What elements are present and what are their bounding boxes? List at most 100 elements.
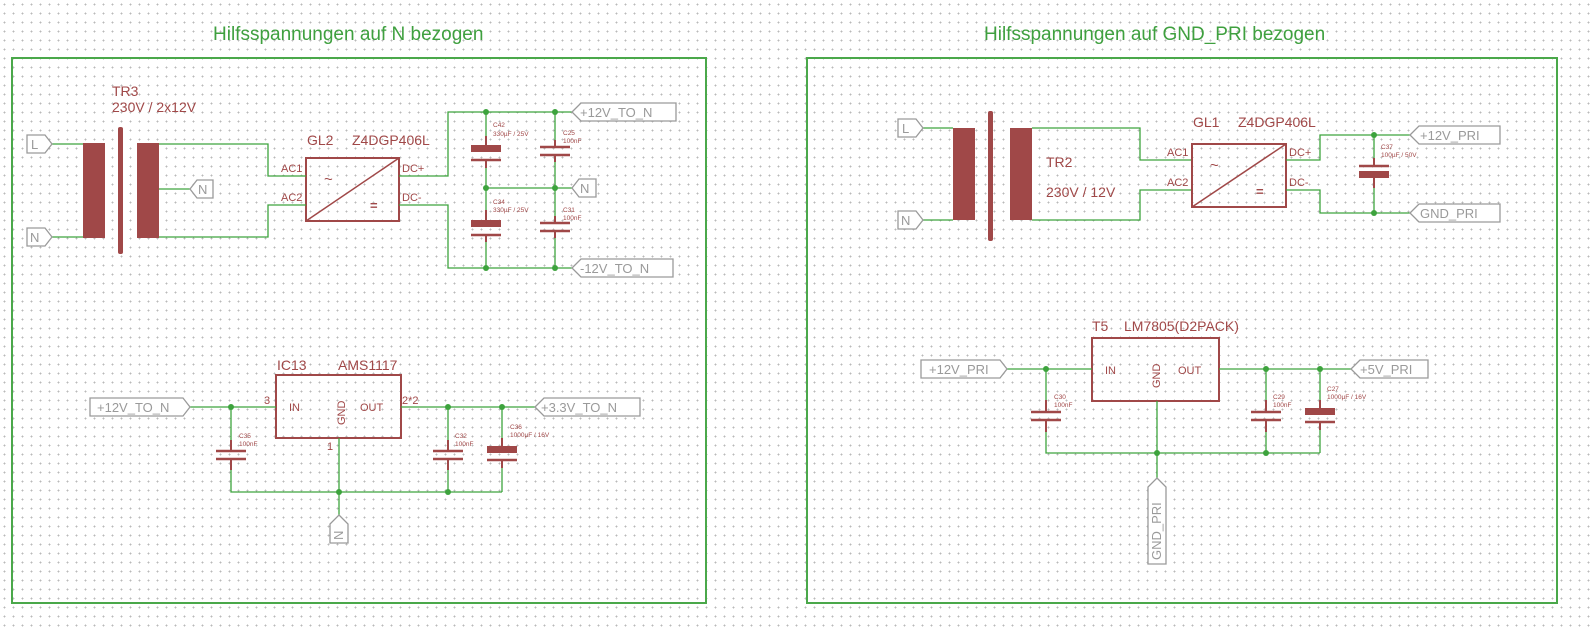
capacitor-c27[interactable]: C27 1000µF / 16V: [1305, 386, 1367, 430]
net-flag-p12-to-n: +12V_TO_N: [571, 102, 677, 122]
svg-text:100nF: 100nF: [563, 215, 581, 222]
rectifier-gl1[interactable]: ~ = GL1 Z4DGP406L AC1 AC2 DC+ DC-: [1167, 114, 1316, 208]
capacitor-c25[interactable]: C25 100nF: [540, 130, 581, 162]
gl2-ref: GL2: [307, 132, 334, 148]
transformer-tr2[interactable]: TR2 230V / 12V: [953, 111, 1116, 241]
net-flag-gnd-pri: GND_PRI: [1409, 203, 1501, 223]
net-flag-l: L: [26, 134, 53, 154]
svg-text:IN: IN: [1105, 365, 1116, 377]
svg-text:100nF: 100nF: [563, 138, 581, 145]
svg-text:+12V_PRI: +12V_PRI: [1420, 128, 1480, 143]
capacitor-c31[interactable]: C31 100nF: [540, 207, 581, 238]
svg-text:100µF / 50V: 100µF / 50V: [1381, 152, 1417, 159]
net-flag-n-tr3: N: [26, 227, 53, 247]
net-flag-gnd-pri-bottom: GND_PRI: [1147, 477, 1167, 565]
net-flag-n-center-tap: N: [189, 179, 214, 199]
net-flag-p33-to-n: +3.3V_TO_N: [534, 397, 641, 417]
gl2-ac-symbol: ~: [324, 171, 333, 188]
svg-text:AC2: AC2: [281, 192, 302, 204]
svg-text:IN: IN: [289, 402, 300, 414]
net-flag-p12-pri-input: +12V_PRI: [920, 359, 1008, 379]
capacitor-c42[interactable]: C42 330µF / 25V: [471, 122, 529, 168]
svg-text:+12V_TO_N: +12V_TO_N: [97, 400, 169, 415]
regulator-ic13[interactable]: IN OUT GND IC13 AMS1117 3 2*2 1: [264, 357, 419, 453]
net-flag-m12-to-n: -12V_TO_N: [571, 258, 674, 278]
svg-text:1000µF / 16V: 1000µF / 16V: [1327, 394, 1367, 401]
svg-text:C34: C34: [493, 199, 505, 206]
svg-text:GND: GND: [1151, 364, 1163, 389]
svg-text:330µF / 25V: 330µF / 25V: [493, 131, 529, 138]
svg-text:N: N: [331, 531, 346, 540]
capacitor-c30[interactable]: C30 100nF: [1031, 394, 1072, 432]
net-flag-n-bottom: N: [329, 514, 349, 544]
left-sheet-title: Hilfsspannungen auf N bezogen: [213, 24, 484, 45]
net-flag-p5-pri: +5V_PRI: [1350, 359, 1429, 379]
gl1-ref: GL1: [1193, 114, 1220, 130]
svg-text:DC+: DC+: [402, 163, 424, 175]
capacitor-c37[interactable]: C37 100µF / 50V: [1359, 144, 1417, 188]
svg-text:N: N: [901, 213, 910, 228]
svg-text:N: N: [30, 230, 39, 245]
svg-text:+5V_PRI: +5V_PRI: [1360, 362, 1412, 377]
svg-text:DC-: DC-: [1289, 177, 1309, 189]
right-sheet-frame: [806, 57, 1558, 604]
t5-ref: T5: [1092, 318, 1109, 334]
capacitor-c32[interactable]: C32 100nF: [433, 433, 473, 470]
svg-text:C32: C32: [455, 433, 467, 440]
svg-text:C27: C27: [1327, 386, 1339, 393]
gl1-dc-symbol: =: [1256, 184, 1264, 199]
svg-text:100nF: 100nF: [239, 441, 257, 448]
tr2-value: 230V / 12V: [1046, 184, 1116, 200]
svg-text:OUT: OUT: [360, 402, 384, 414]
svg-text:C36: C36: [510, 424, 522, 431]
svg-text:L: L: [902, 121, 909, 136]
svg-text:L: L: [31, 137, 38, 152]
svg-text:C25: C25: [563, 130, 575, 137]
right-sheet-title: Hilfsspannungen auf GND_PRI bezogen: [984, 24, 1326, 45]
svg-text:AC1: AC1: [281, 163, 302, 175]
svg-text:C37: C37: [1381, 144, 1393, 151]
svg-text:C42: C42: [493, 122, 505, 129]
rectifier-gl2[interactable]: ~ = GL2 Z4DGP406L AC1 AC2 DC+ DC-: [281, 132, 430, 222]
transformer-tr3[interactable]: TR3 230V / 2x12V: [83, 83, 197, 254]
gl1-ac-symbol: ~: [1210, 157, 1219, 174]
svg-text:+12V_PRI: +12V_PRI: [929, 362, 989, 377]
svg-text:100nF: 100nF: [1273, 402, 1291, 409]
svg-text:100nF: 100nF: [1054, 402, 1072, 409]
svg-text:GND_PRI: GND_PRI: [1149, 502, 1164, 560]
svg-text:+3.3V_TO_N: +3.3V_TO_N: [541, 400, 617, 415]
svg-text:330µF / 25V: 330µF / 25V: [493, 207, 529, 214]
gl2-dc-symbol: =: [370, 198, 378, 213]
capacitor-c35[interactable]: C35 100nF: [216, 433, 257, 470]
gl2-value: Z4DGP406L: [352, 132, 430, 148]
svg-text:AC1: AC1: [1167, 147, 1188, 159]
net-flag-n-tr2: N: [897, 210, 924, 230]
left-sheet-frame: [11, 57, 707, 604]
regulator-t5[interactable]: IN OUT GND T5 LM7805(D2PACK): [1091, 318, 1239, 402]
svg-text:C30: C30: [1054, 394, 1066, 401]
ic13-value: AMS1117: [338, 357, 398, 373]
net-flag-p12-pri: +12V_PRI: [1409, 125, 1501, 145]
svg-text:C29: C29: [1273, 394, 1285, 401]
net-flag-l-tr2: L: [897, 118, 924, 138]
svg-text:AC2: AC2: [1167, 177, 1188, 189]
svg-text:GND_PRI: GND_PRI: [1420, 206, 1478, 221]
svg-text:+12V_TO_N: +12V_TO_N: [580, 105, 652, 120]
gl1-value: Z4DGP406L: [1238, 114, 1316, 130]
svg-text:N: N: [580, 181, 589, 196]
svg-text:3: 3: [264, 395, 270, 407]
svg-text:C31: C31: [563, 207, 575, 214]
svg-text:1: 1: [327, 441, 333, 453]
net-flag-p12-to-n-input: +12V_TO_N: [89, 397, 191, 417]
svg-text:OUT: OUT: [1178, 365, 1202, 377]
ic13-ref: IC13: [277, 357, 307, 373]
svg-text:DC+: DC+: [1289, 147, 1311, 159]
capacitor-c34[interactable]: C34 330µF / 25V: [471, 199, 529, 242]
capacitor-c36[interactable]: C36 1000µF / 16V: [487, 424, 550, 468]
capacitor-c29[interactable]: C29 100nF: [1251, 394, 1291, 432]
svg-text:GND: GND: [336, 401, 348, 426]
svg-text:2*2: 2*2: [402, 395, 419, 407]
svg-text:C35: C35: [239, 433, 251, 440]
tr2-ref: TR2: [1046, 154, 1073, 170]
